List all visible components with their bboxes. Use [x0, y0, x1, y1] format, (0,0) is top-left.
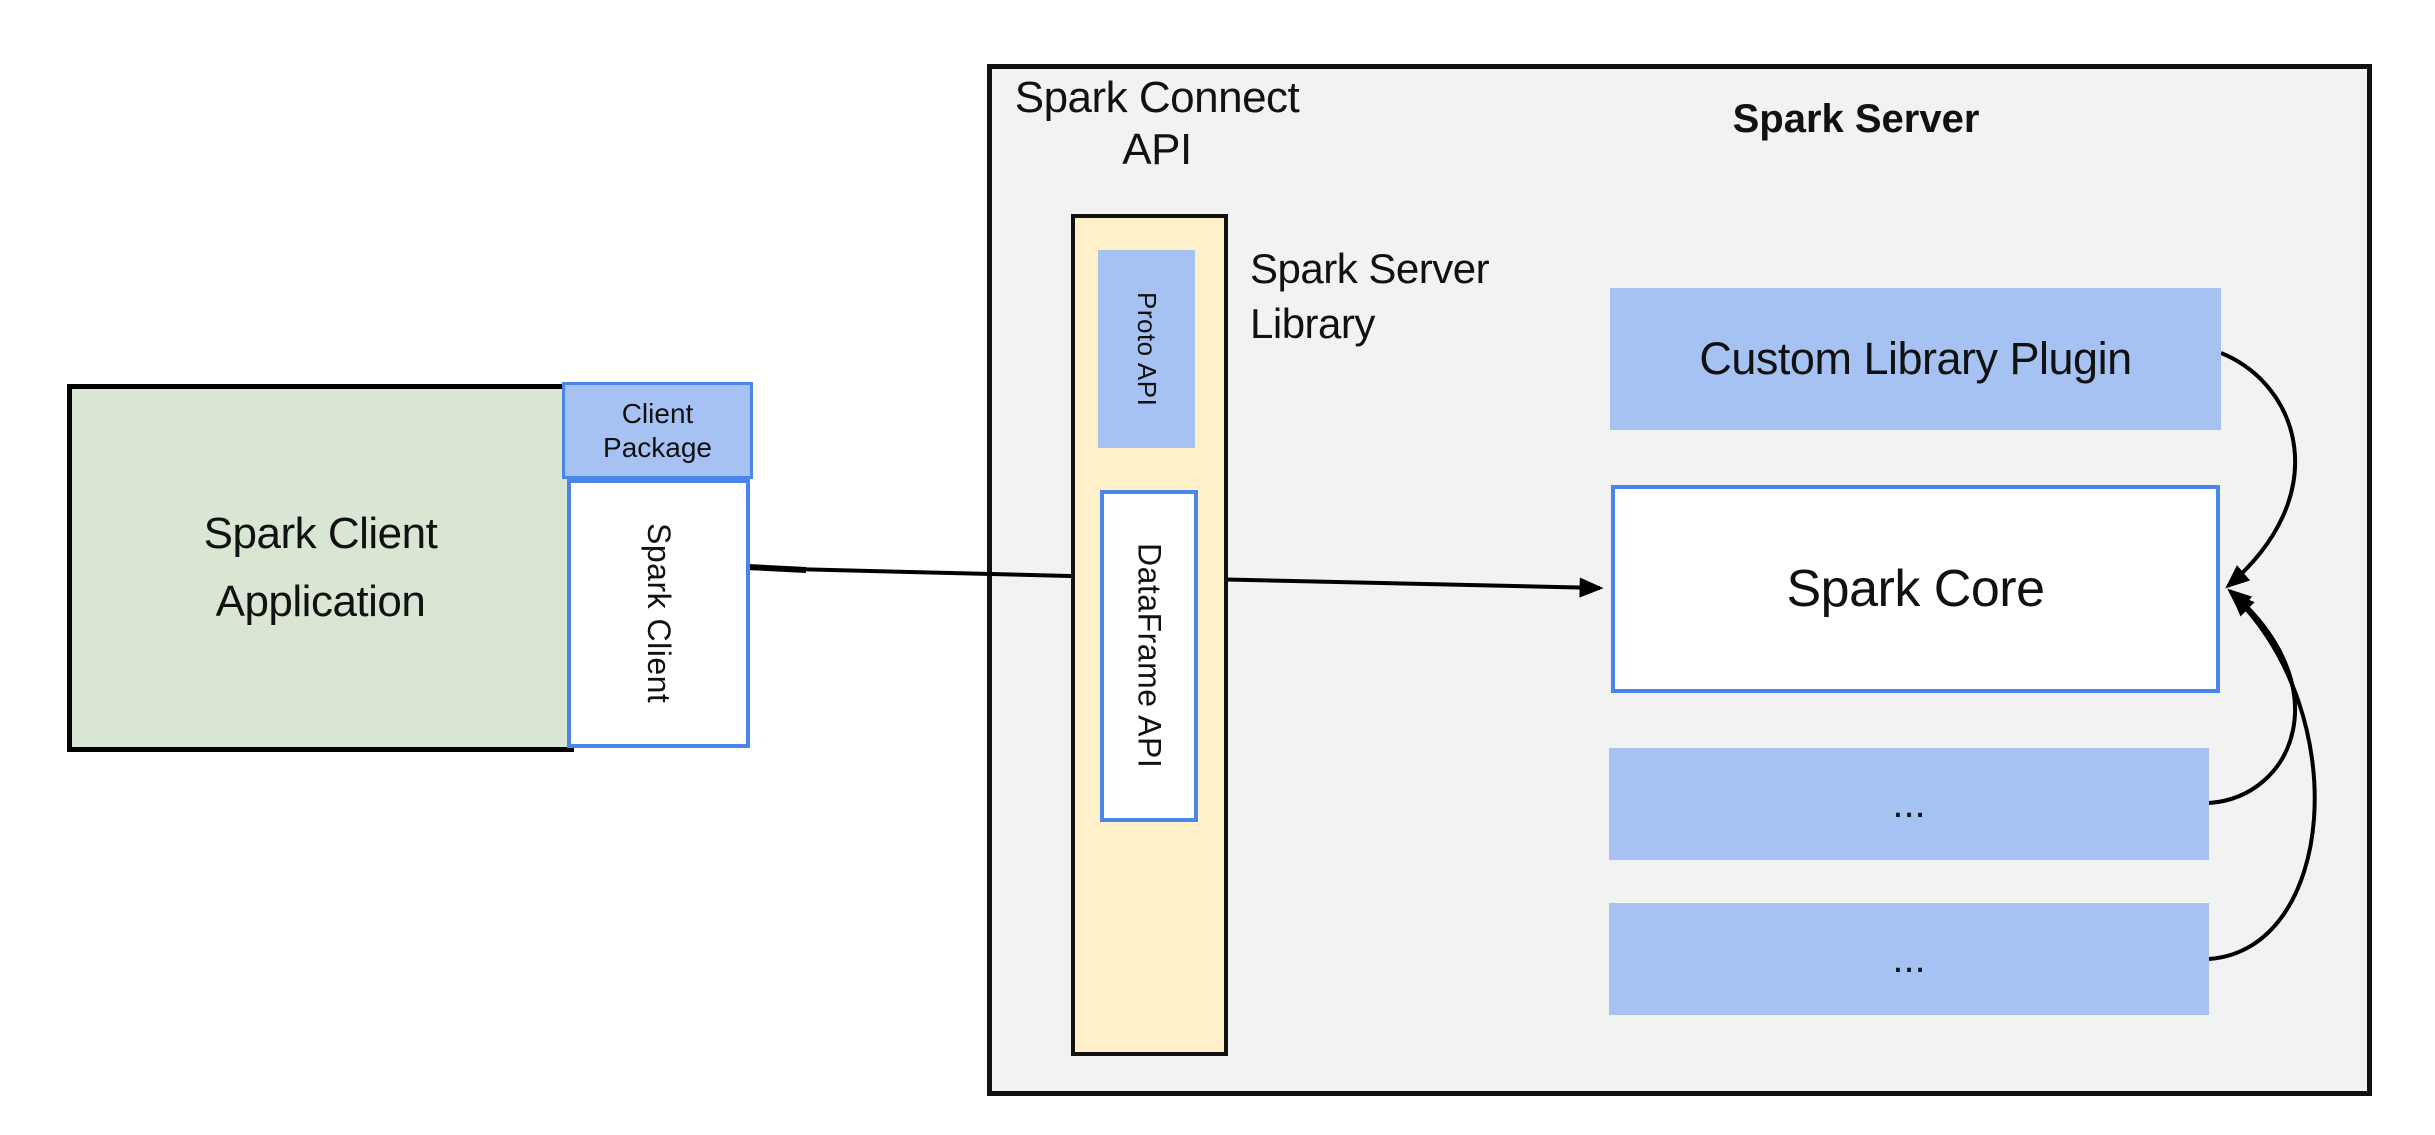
spark-client-application-box: Spark Client Application — [67, 384, 574, 752]
custom-library-plugin-label: Custom Library Plugin — [1699, 333, 2132, 384]
custom-library-plugin-box: Custom Library Plugin — [1610, 288, 2221, 430]
arrow-module1-to-core — [2208, 588, 2298, 805]
spark-client-label: Spark Client — [641, 523, 677, 704]
dataframe-api-box: DataFrame API — [1100, 490, 1198, 822]
spark-connect-api-title: Spark Connect API — [1014, 73, 1300, 174]
spark-core-box: Spark Core — [1611, 485, 2220, 693]
proto-api-label: Proto API — [1132, 291, 1162, 407]
server-module-placeholder-box-2: ... — [1609, 903, 2209, 1015]
proto-api-box: Proto API — [1098, 250, 1195, 448]
arrow-module2-to-core — [2208, 592, 2317, 961]
arrow-client-to-core — [749, 566, 1604, 598]
dataframe-api-label: DataFrame API — [1131, 543, 1168, 769]
client-package-label: Client Package — [603, 397, 712, 463]
server-module-placeholder-box-1: ... — [1609, 748, 2209, 860]
server-module-placeholder-label-2: ... — [1892, 936, 1926, 981]
spark-connect-api-box — [1071, 214, 1228, 1056]
spark-server-library-caption: Spark Server Library — [1250, 245, 1490, 347]
spark-client-application-label: Spark Client Application — [203, 508, 438, 626]
server-module-placeholder-label-1: ... — [1892, 781, 1926, 826]
arrow-plugin-to-core — [2220, 351, 2297, 589]
spark-client-box: Spark Client — [567, 479, 750, 748]
client-package-box: Client Package — [562, 382, 753, 479]
spark-core-label: Spark Core — [1786, 560, 2046, 618]
spark-server-title: Spark Server — [1732, 97, 1980, 141]
